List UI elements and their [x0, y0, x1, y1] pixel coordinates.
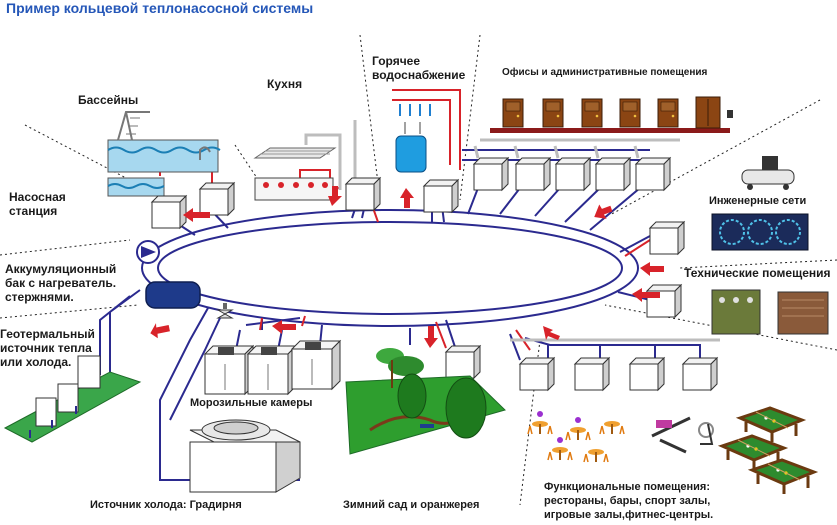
label-hot-water: Горячее водоснабжение [372, 54, 466, 82]
label-technical: Технические помещения [684, 266, 831, 280]
pump-icon [136, 240, 160, 264]
tank-icon [145, 281, 201, 309]
kitchen-equipment [253, 147, 337, 201]
label-freezers: Морозильные камеры [190, 397, 313, 409]
fitness-equipment [651, 416, 714, 454]
label-engineering: Инженерные сети [709, 195, 807, 207]
chiller-icon [711, 213, 809, 251]
label-accumulator: Аккумуляционный бак с нагреватель. стерж… [5, 262, 117, 304]
electrical-cabinet-icon [711, 289, 829, 335]
divider-pools [24, 124, 169, 201]
label-geothermal: Геотермальный источник тепла или холода. [0, 327, 95, 369]
divider-technical [604, 304, 837, 351]
label-kitchen: Кухня [267, 77, 303, 91]
compressor-icon [741, 156, 795, 190]
office-floor [490, 96, 733, 133]
main-ring [141, 209, 639, 327]
label-functional: Функциональные помещения: рестораны, бар… [544, 481, 714, 521]
label-offices: Офисы и административные помещения [502, 67, 708, 78]
cooling-tower [189, 419, 301, 493]
label-winter-garden: Зимний сад и оранжерея [343, 499, 480, 511]
label-pump-station: Насосная станция [9, 190, 66, 218]
freezer-chambers [204, 340, 341, 395]
restaurant-tables [527, 411, 625, 463]
hot-water-boiler [395, 104, 431, 173]
geothermal-field [3, 355, 142, 443]
valve-icon [216, 303, 234, 319]
cold-pipes [304, 120, 720, 342]
label-cold-source: Источник холода: Градирня [90, 499, 242, 511]
flow-arrow-icon [150, 186, 664, 348]
swimming-pool [107, 111, 221, 197]
label-pools: Бассейны [78, 93, 139, 107]
winter-garden [345, 348, 506, 455]
page-title: Пример кольцевой теплонасосной системы [6, 0, 314, 16]
divider-engineering [679, 259, 837, 269]
divider-pump-station [0, 239, 131, 256]
